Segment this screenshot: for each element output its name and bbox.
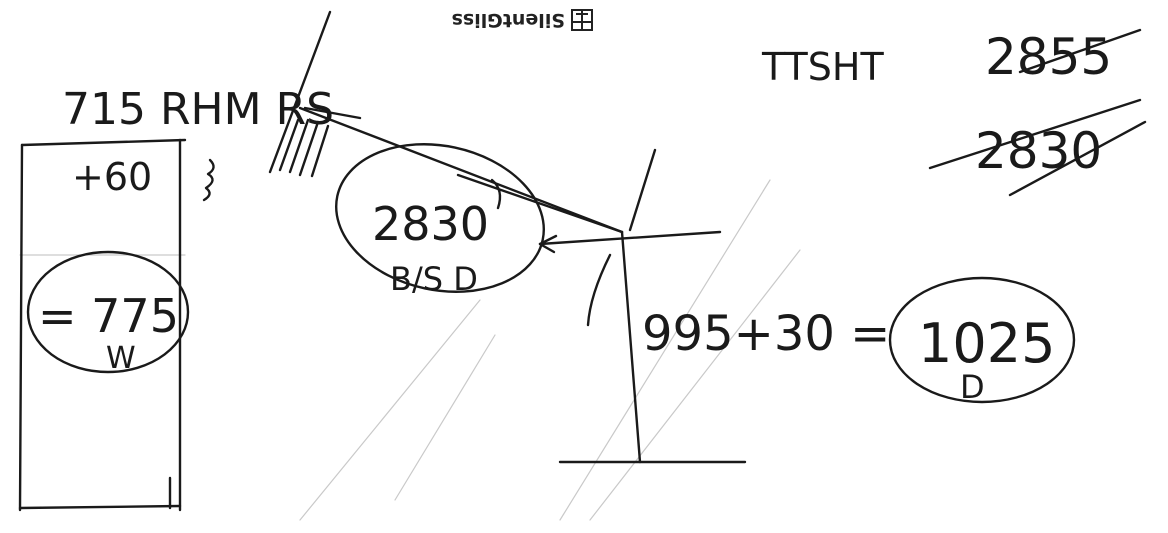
center-circle <box>335 143 545 293</box>
note-drop-calc: 995+30 = <box>642 306 890 362</box>
note-width-value: = 775 <box>38 289 179 343</box>
silentgliss-logo: SilentGliss <box>452 9 593 31</box>
note-plus-60: +60 <box>72 155 152 199</box>
note-drop-value: 1025 <box>918 312 1055 375</box>
note-drop-letter: D <box>960 368 985 406</box>
logo-text: SilentGliss <box>452 9 565 31</box>
note-top-left: 715 RHM RS <box>62 84 334 135</box>
window-box-drawing <box>18 138 215 512</box>
strike-through-lines <box>928 28 1147 197</box>
width-circle <box>26 250 190 374</box>
logo-mark-icon <box>571 9 593 31</box>
note-height-label: TTSHT <box>761 45 884 89</box>
note-height-struck-1: 2855 <box>985 28 1112 86</box>
bracket-diagram <box>268 10 747 464</box>
faint-guide-lines <box>19 179 801 521</box>
note-circle-center: 2830 <box>372 197 489 251</box>
note-width-letter: W <box>106 341 136 376</box>
note-height-struck-2: 2830 <box>975 122 1102 180</box>
note-bsd-label: B/S D <box>390 260 478 298</box>
drop-circle <box>888 276 1076 404</box>
